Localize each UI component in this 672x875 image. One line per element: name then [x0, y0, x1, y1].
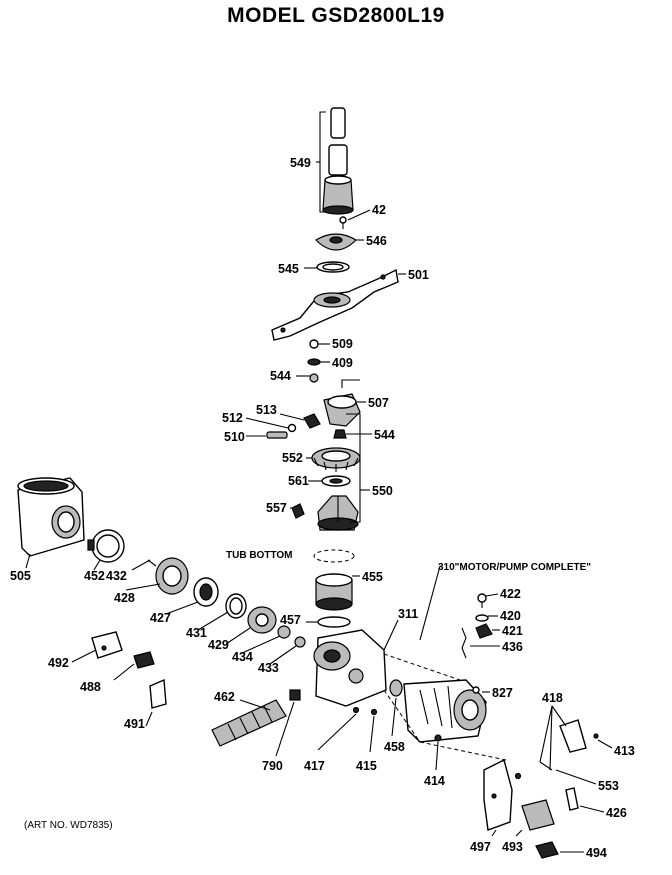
ring-431-part	[225, 593, 247, 619]
seal-427-part	[193, 577, 219, 607]
impeller-428-part	[147, 557, 189, 595]
screw-42-part	[339, 216, 347, 229]
label-553: 553	[598, 779, 619, 793]
housing-550-part	[317, 413, 361, 531]
nozzle-544b-part	[333, 429, 347, 439]
nut-790-part	[289, 689, 301, 701]
switch-493-part	[521, 799, 555, 831]
label-422: 422	[500, 587, 521, 601]
clamp-452-part	[87, 529, 125, 563]
label-311: 311	[398, 607, 418, 621]
label-426: 426	[606, 806, 627, 820]
label-546: 546	[366, 234, 387, 248]
label-790: 790	[262, 759, 283, 773]
label-420: 420	[500, 609, 521, 623]
label-494: 494	[586, 846, 607, 860]
impeller-429-part	[247, 606, 277, 634]
label-436: 436	[502, 640, 523, 654]
label-827: 827	[492, 686, 513, 700]
label-493: 493	[502, 840, 523, 854]
label-501: 501	[408, 268, 429, 282]
label-427: 427	[150, 611, 171, 625]
label-428: 428	[114, 591, 135, 605]
screws-417-415-part	[352, 706, 378, 716]
bracket-491-part	[149, 678, 167, 709]
leader-lines	[25, 161, 613, 853]
spray-arm-501-part	[271, 268, 399, 341]
label-512: 512	[222, 411, 243, 425]
label-417: 417	[304, 759, 325, 773]
label-505: 505	[10, 569, 31, 583]
label-544-upper: 544	[270, 369, 291, 383]
label-414: 414	[424, 774, 445, 788]
screw-827-part	[472, 686, 480, 694]
ring-457-part	[317, 616, 351, 628]
label-409: 409	[332, 356, 353, 370]
switch-488-part	[133, 651, 155, 669]
pump-body-311-part	[313, 629, 387, 707]
bracket-513-512-part	[266, 413, 321, 439]
pump-housing-505-part	[17, 477, 85, 557]
ring-545-part	[316, 261, 350, 273]
label-42: 42	[372, 203, 386, 217]
tub-bottom-annotation: TUB BOTTOM	[226, 550, 292, 561]
label-557: 557	[266, 501, 287, 515]
label-561: 561	[288, 474, 309, 488]
model-title: MODEL GSD2800L19	[227, 4, 445, 27]
label-507: 507	[368, 396, 389, 410]
hub-546-part	[315, 233, 357, 251]
latch-418-part	[539, 719, 599, 771]
manifold-507-part	[323, 379, 361, 427]
label-457: 457	[280, 613, 301, 627]
label-452: 452	[84, 569, 105, 583]
label-545: 545	[278, 262, 299, 276]
screw-422-part	[477, 593, 487, 608]
washer-561-part	[321, 475, 351, 487]
label-492: 492	[48, 656, 69, 670]
label-497: 497	[470, 840, 491, 854]
label-510: 510	[224, 430, 245, 444]
label-432: 432	[106, 569, 127, 583]
label-544-lower: 544	[374, 428, 395, 442]
label-458: 458	[384, 740, 405, 754]
clip-494-part	[535, 841, 559, 859]
label-433: 433	[258, 661, 279, 675]
label-421: 421	[502, 624, 523, 638]
art-number: (ART NO. WD7835)	[24, 820, 113, 831]
lever-426-part	[565, 787, 579, 811]
label-415: 415	[356, 759, 377, 773]
spring-420-421-436-part	[461, 614, 493, 659]
label-552: 552	[282, 451, 303, 465]
label-455: 455	[362, 570, 383, 584]
label-509: 509	[332, 337, 353, 351]
label-462: 462	[214, 690, 235, 704]
label-429: 429	[208, 638, 229, 652]
gear-552-part	[311, 447, 361, 472]
label-549: 549	[290, 156, 311, 170]
label-491: 491	[124, 717, 145, 731]
label-413: 413	[614, 744, 635, 758]
label-431: 431	[186, 626, 207, 640]
clip-557-part	[291, 503, 305, 519]
auger-462-part	[211, 699, 287, 747]
gasket-458-part	[389, 679, 403, 697]
motor-310-part	[383, 653, 507, 761]
gasket-tub-bottom-part	[313, 549, 355, 563]
motor-pump-annotation: 310"MOTOR/PUMP COMPLETE"	[438, 562, 591, 573]
bracket-492-part	[91, 631, 123, 659]
bracket-497-part	[483, 758, 522, 831]
upper-spray-tube-part	[319, 107, 354, 215]
label-418: 418	[542, 691, 563, 705]
label-550: 550	[372, 484, 393, 498]
seal-455-part	[315, 573, 353, 611]
label-513: 513	[256, 403, 277, 417]
nut-433-434-part	[277, 625, 306, 648]
label-434: 434	[232, 650, 253, 664]
label-488: 488	[80, 680, 101, 694]
